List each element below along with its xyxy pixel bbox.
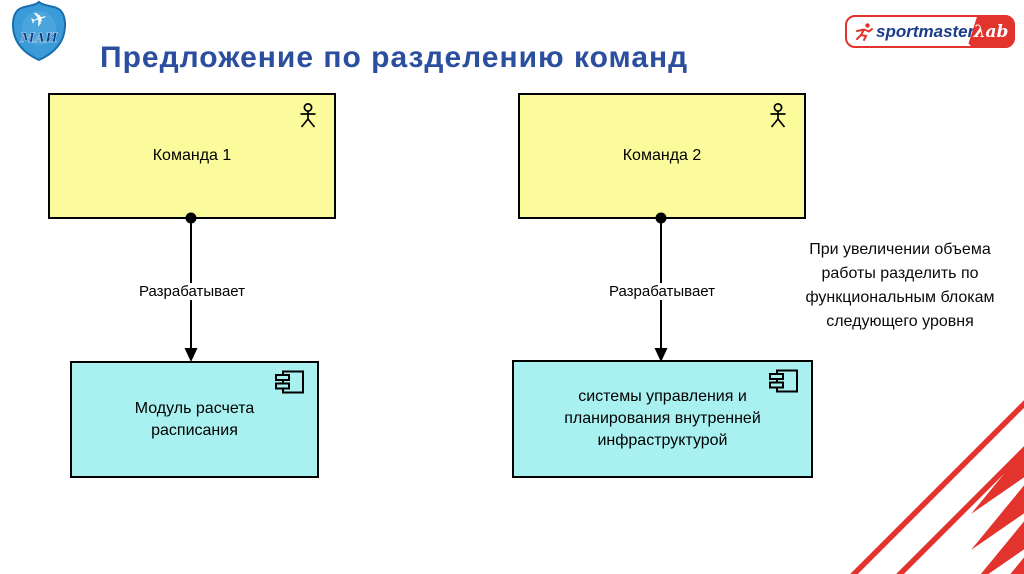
team2-node: Команда 2 [518,93,806,219]
actor-icon [300,103,316,128]
mai-logo-text: МАИ [19,31,58,46]
component1-node: Модуль расчета расписания [70,361,319,478]
edge2-label: Разрабатывает [604,283,720,300]
page-title: Предложение по разделению команд [100,41,689,74]
uml-component-icon [275,370,304,394]
sportmaster-wordmark: sportmaster [876,21,975,41]
lab-badge: λab [967,15,1015,48]
team1-node: Команда 1 [48,93,336,219]
svg-text:✈: ✈ [27,5,50,33]
runner-icon [856,22,873,41]
team2-label: Команда 2 [622,147,702,164]
component1-label: Модуль расчета расписания [134,399,255,439]
component2-label: системы управления и планирования внутре… [564,388,761,449]
team1-label: Команда 1 [152,147,232,164]
component2-node: системы управления и планирования внутре… [512,360,813,478]
uml-component-icon [769,369,798,393]
annotation-text: При увеличении объема работы разделить п… [805,241,995,330]
sportmaster-logo: sportmaster λab [845,15,1015,48]
mai-logo-icon: ✈ МАИ [11,0,67,62]
stripes-decoration-icon [850,400,1024,574]
actor-icon [770,103,786,128]
edge1-label: Разрабатывает [134,283,250,300]
